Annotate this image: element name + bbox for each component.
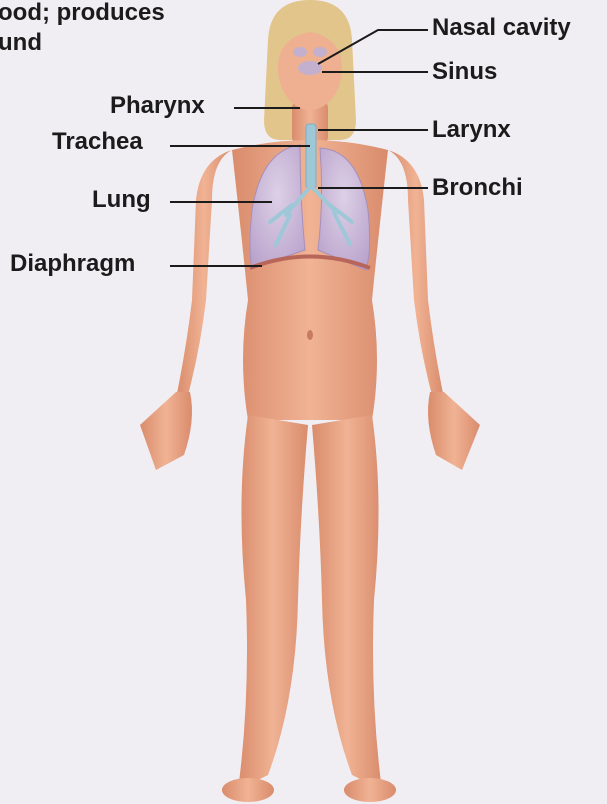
label-lung: Lung xyxy=(92,188,151,212)
label-diaphragm: Diaphragm xyxy=(10,252,135,276)
label-larynx: Larynx xyxy=(432,118,511,142)
label-pharynx: Pharynx xyxy=(110,94,205,118)
body-silhouette xyxy=(140,100,480,802)
label-bronchi: Bronchi xyxy=(432,176,523,200)
trachea-shape xyxy=(306,124,316,188)
label-trachea: Trachea xyxy=(52,130,143,154)
label-nasal-cavity: Nasal cavity xyxy=(432,16,571,40)
sinus-shape xyxy=(293,47,307,57)
label-sinus: Sinus xyxy=(432,60,497,84)
